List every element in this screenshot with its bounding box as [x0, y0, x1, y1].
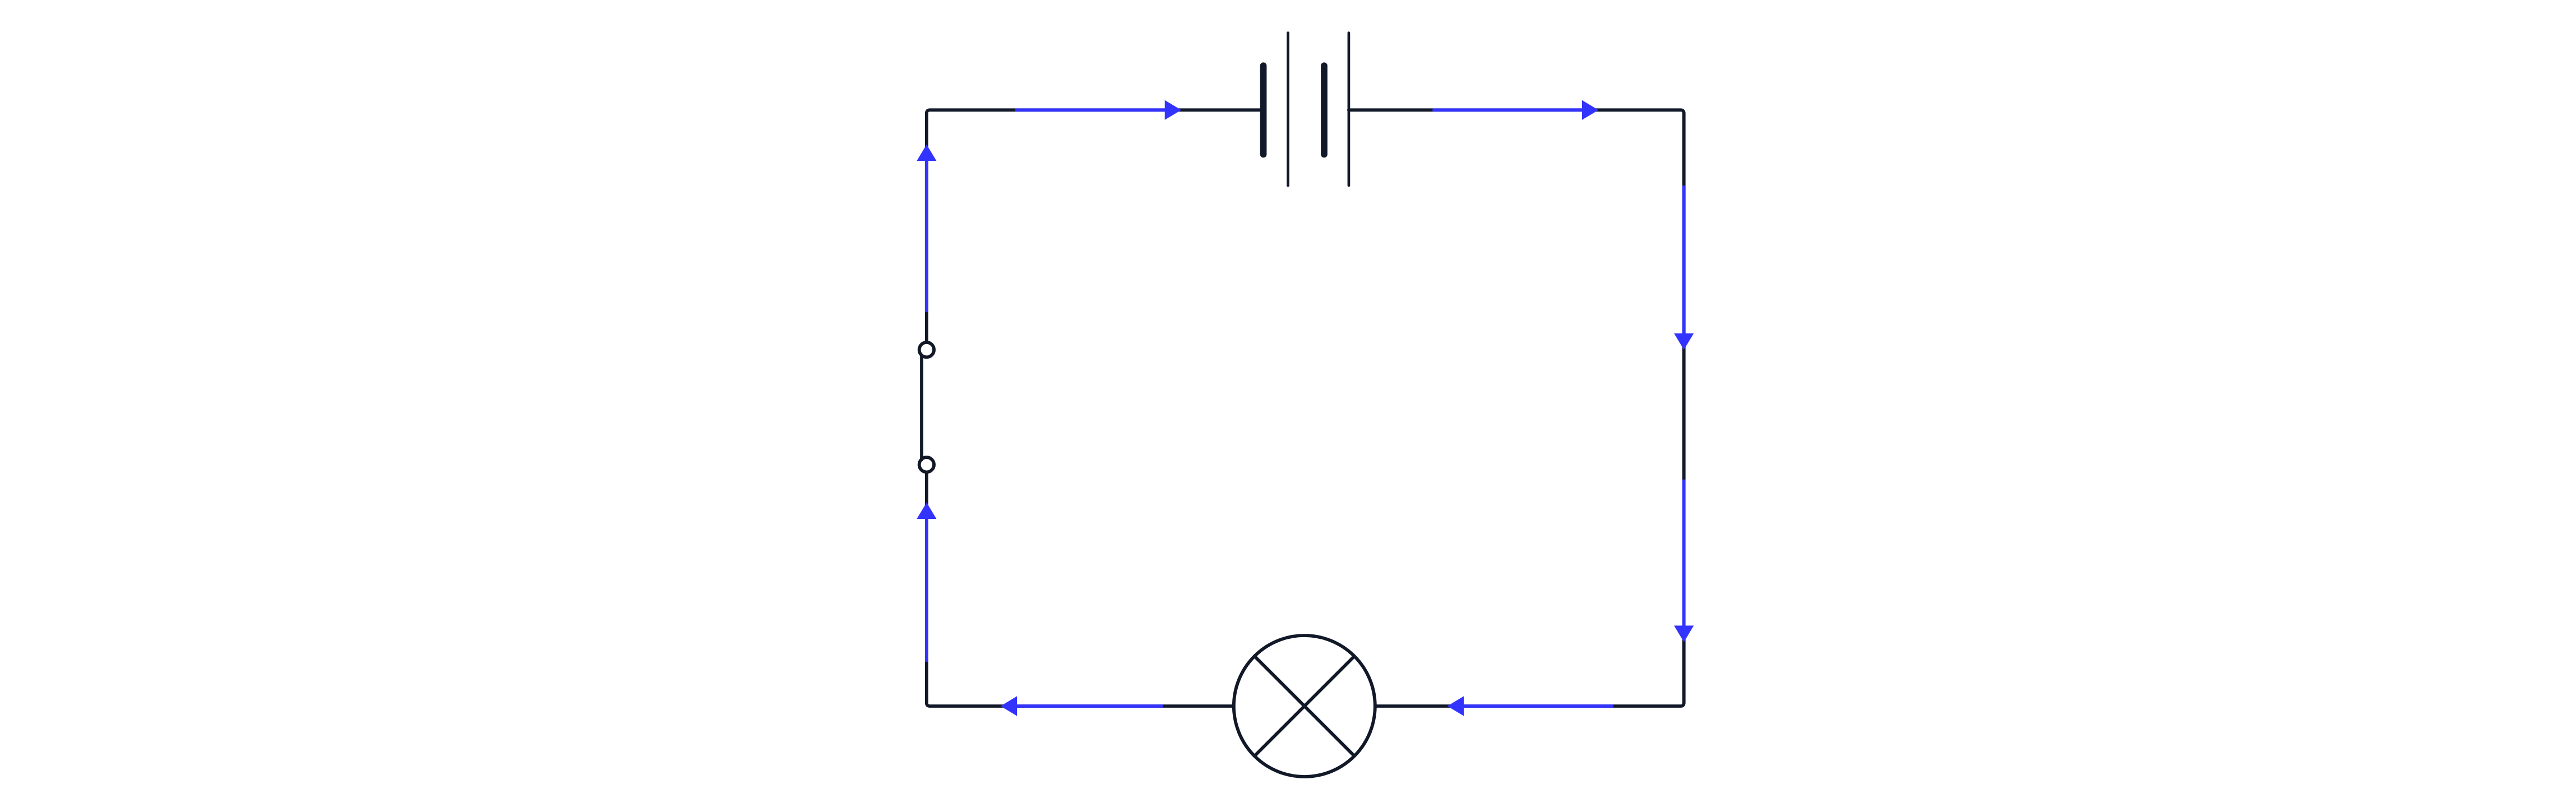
wire-top-right [1347, 108, 1686, 347]
arrow-down-icon [1674, 333, 1694, 350]
lamp-icon [1232, 634, 1377, 778]
arrow-right-icon [1582, 100, 1599, 120]
arrow-up-icon [917, 144, 937, 161]
wire-top-left [924, 108, 1265, 314]
arrow-up-icon [917, 502, 937, 519]
switch-icon[interactable] [917, 341, 936, 474]
arrow-left-icon [1000, 696, 1018, 716]
wire-right-bottom [1373, 635, 1686, 708]
arrow-right-icon [1164, 100, 1182, 120]
arrow-down-icon [1674, 625, 1694, 642]
wire-bottom-left [924, 660, 1236, 708]
battery-icon [1260, 31, 1351, 187]
arrow-left-icon [1447, 696, 1464, 716]
